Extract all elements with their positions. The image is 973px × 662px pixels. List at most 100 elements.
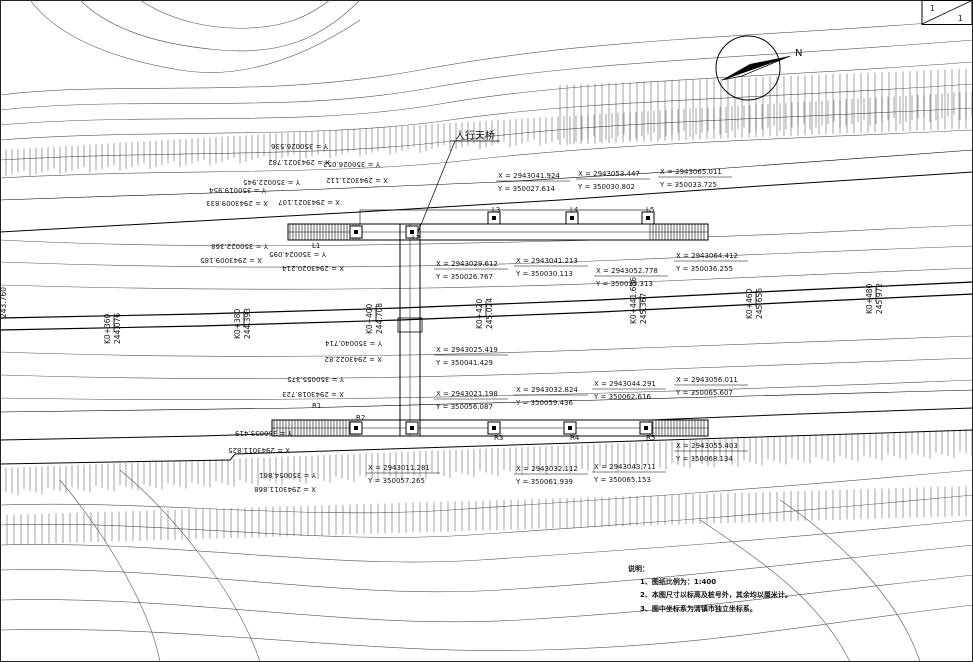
coordinate-callout: X = 2943021.198 Y = 350056.087 [434, 390, 508, 411]
coord-y: Y = 350041.429 [435, 359, 493, 367]
coord-x: X = 2943056.011 [676, 376, 738, 384]
coordinate-callout: X = 2943032.824 Y = 350059.436 [514, 386, 588, 407]
coord-x: X = 2943032.824 [516, 386, 578, 394]
coord-y: Y = 350061.939 [515, 478, 573, 486]
coord-y: Y = 350062.616 [593, 393, 651, 401]
rotated-coord: Y = 350053.419 [235, 429, 293, 437]
pier-label: R1 [312, 402, 321, 410]
notes-block: 说明： 1、图纸比例为：1:400 2、本图尺寸以标高及桩号外，其余均以厘米计。… [628, 564, 792, 613]
coord-y: Y = 350027.614 [497, 185, 555, 193]
coordinate-callout: X = 2943011.281 Y = 350057.265 [366, 464, 440, 485]
rotated-coord: X = 2943009.833 [206, 199, 268, 207]
pier-box [349, 421, 363, 435]
station-label: K0+380 [233, 308, 242, 339]
station-label: K0+400 [365, 303, 374, 334]
north-arrow: N [715, 35, 802, 101]
coordinate-callout: X = 2943025.419 Y = 350041.429 [434, 346, 508, 367]
coord-y: Y = 350056.087 [435, 403, 493, 411]
edge-elevation: 243.760 [0, 287, 8, 318]
station-label: K0+480 [865, 283, 874, 314]
coord-x: X = 2943025.419 [436, 346, 498, 354]
coord-y: Y = 350059.436 [515, 399, 573, 407]
pier-box [405, 421, 419, 435]
rotated-coord: X = 2943021.112 [326, 176, 388, 184]
coord-y: Y = 350057.265 [367, 477, 425, 485]
station-elevation: 244.076 [113, 313, 122, 344]
road-edges [0, 149, 973, 465]
coord-x: X = 2943011.281 [368, 464, 430, 472]
station-elevation: 244.393 [243, 308, 252, 339]
station-elevation: 245.024 [485, 298, 494, 329]
rotated-coord: X = 2943011.868 [254, 485, 316, 493]
coord-y: Y = 350033.313 [595, 280, 653, 288]
pier-box [641, 211, 655, 225]
stair-left-lower [273, 420, 705, 436]
station-elevation: 245.367 [639, 293, 648, 324]
pier-label: R5 [646, 434, 655, 442]
pier-box [349, 225, 363, 239]
coordinate-callout: X = 2943056.011 Y = 350065.607 [674, 376, 748, 397]
rotated-coord: X = 2943020.214 [282, 264, 344, 272]
notes-heading: 说明： [628, 564, 649, 573]
sheet-number-top: 1 [930, 4, 935, 13]
sheet-number-bottom: 1 [958, 14, 963, 23]
pier-box [487, 211, 501, 225]
coordinate-callout: X = 2943055.403 Y = 350068.134 [674, 442, 748, 463]
rotated-coord: X = 2943021.107 [278, 198, 340, 206]
pier-label: L1 [312, 242, 320, 250]
stair-left-upper [289, 224, 705, 240]
coord-x: X = 2943021.198 [436, 390, 498, 398]
rotated-coord: Y = 350026.052 [323, 160, 381, 168]
rotated-coord: Y = 350024.095 [269, 250, 327, 258]
station-label: K0+460 [745, 288, 754, 319]
note-item-3: 3、图中坐标系为清镇市独立坐标系。 [640, 604, 757, 613]
north-label: N [795, 48, 802, 59]
rotated-coord: X = 2943022.82 [325, 355, 382, 363]
coord-y: Y = 350065.153 [593, 476, 651, 484]
rotated-coord: Y = 350055.375 [287, 375, 345, 383]
note-item-2: 2、本图尺寸以标高及桩号外，其余均以厘米计。 [640, 590, 792, 599]
pier-label: L3 [492, 206, 500, 214]
station-elevation: 245.972 [875, 283, 884, 314]
station-elevation: 244.708 [375, 303, 384, 334]
station-label: K0+441.686 [629, 277, 638, 324]
note-item-1: 1、图纸比例为：1:400 [640, 577, 716, 586]
coordinate-callout: X = 2943041.924 Y = 350027.614 [496, 172, 570, 193]
coord-x: X = 2943032.112 [516, 465, 578, 473]
coord-y: Y = 350068.134 [675, 455, 733, 463]
pier-box [639, 421, 653, 435]
bridge-title: 人行天桥 [455, 129, 495, 142]
bridge-title-callout: 人行天桥 [417, 129, 500, 233]
pier-label: R4 [570, 434, 580, 442]
station-label: K0+420 [475, 298, 484, 329]
rotated-coord: Y = 350022.368 [211, 242, 269, 250]
coord-y: Y = 350026.767 [435, 273, 493, 281]
coordinate-callout: X = 2943029.612 Y = 350026.767 [434, 260, 508, 281]
slope-hatching [0, 68, 973, 545]
station-label: K0+360 [103, 313, 112, 344]
coord-x: X = 2943041.213 [516, 257, 578, 265]
pier-label: R2 [356, 414, 365, 422]
sheet-number-box: 1 1 [921, 0, 973, 25]
coord-x: X = 2943055.403 [676, 442, 738, 450]
coord-x: X = 2943029.612 [436, 260, 498, 268]
rotated-coord: X = 2943021.782 [268, 158, 330, 166]
coord-y: Y = 350065.607 [675, 389, 733, 397]
coord-y: Y = 350030.802 [577, 183, 635, 191]
pier-label: L5 [646, 206, 654, 214]
coord-y: Y = 350036.255 [675, 265, 733, 273]
pier-box [563, 421, 577, 435]
coord-x: X = 2943041.924 [498, 172, 560, 180]
